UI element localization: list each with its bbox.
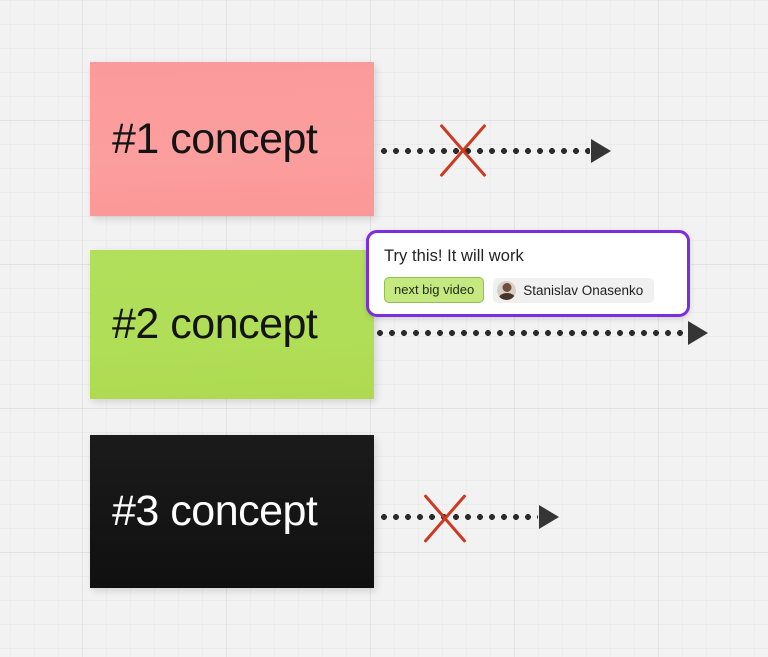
concept-card-3-label: #3 concept <box>112 487 318 535</box>
cross-out-x-icon-1 <box>429 115 497 183</box>
cross-out-x-icon-3 <box>414 486 476 548</box>
comment-author-name: Stanislav Onasenko <box>523 282 644 298</box>
user-avatar-icon <box>497 280 517 300</box>
comment-text: Try this! It will work <box>384 247 524 265</box>
comment-tag-chip[interactable]: next big video <box>384 277 485 303</box>
avatar-face-shape <box>502 282 512 292</box>
concept-card-1-label: #1 concept <box>112 114 318 163</box>
comment-meta-row: next big video Stanislav Onasenko <box>384 277 672 303</box>
concept-card-3[interactable]: #3 concept <box>90 435 374 588</box>
dotted-line-icon <box>378 514 538 520</box>
arrowhead-icon <box>688 321 708 345</box>
dotted-line-icon <box>378 148 590 154</box>
arrowhead-icon <box>591 139 611 163</box>
dotted-line-icon <box>374 330 686 336</box>
avatar-body-shape <box>498 292 515 300</box>
arrowhead-icon <box>539 505 559 529</box>
comment-author-chip[interactable]: Stanislav Onasenko <box>493 277 655 303</box>
concept-card-2[interactable]: #2 concept <box>90 250 374 399</box>
concept-card-1[interactable]: #1 concept <box>90 62 374 216</box>
comment-card[interactable]: Try this! It will work next big video St… <box>366 230 690 317</box>
concept-card-2-label: #2 concept <box>112 300 318 348</box>
